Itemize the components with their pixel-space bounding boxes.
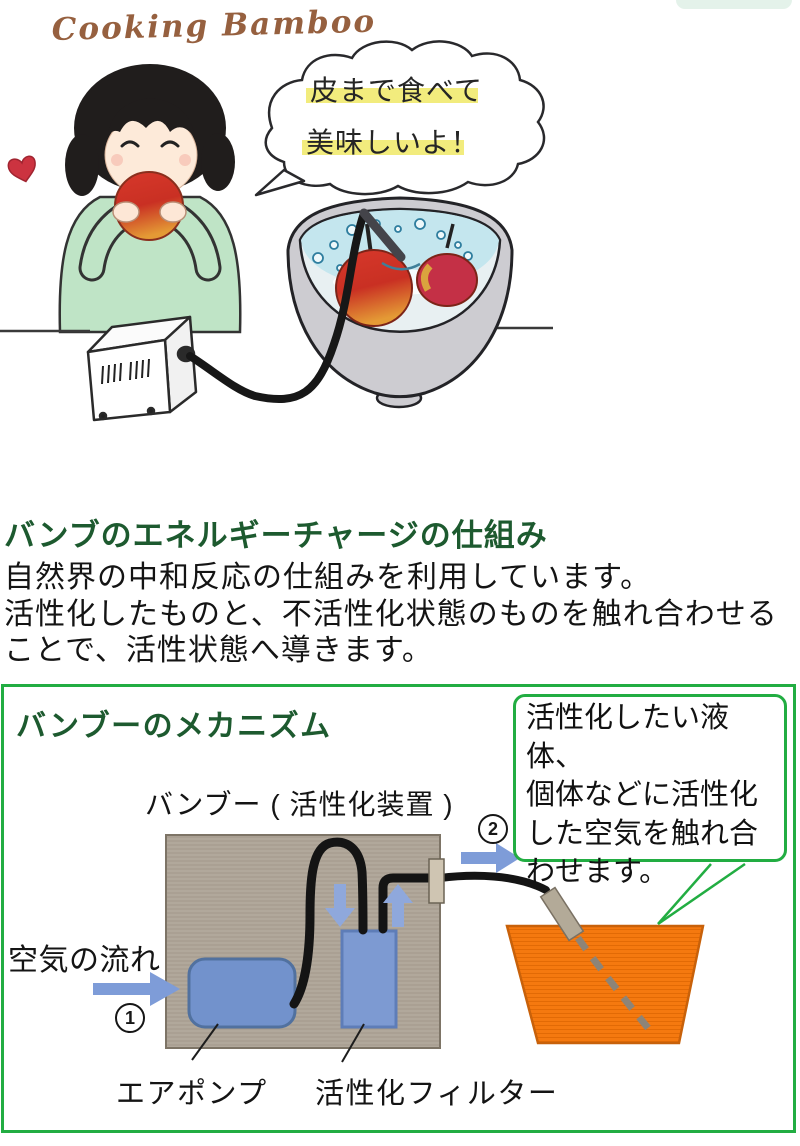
entry-arrow — [93, 972, 180, 1006]
logo-text: Cooking Bamboo — [51, 4, 376, 48]
heart-icon — [7, 155, 36, 183]
wall-connector — [428, 858, 445, 904]
callout-line-1: 活性化したい液体、 — [526, 702, 730, 773]
water-bubbles — [312, 218, 473, 272]
step-1-badge: 1 — [115, 1003, 145, 1033]
target-container — [505, 924, 705, 1045]
highlight-mark-1 — [306, 88, 478, 103]
exit-arrow — [461, 843, 520, 873]
product-illustration: Cooking Bamboo 皮まで食べて 美味しいよ！ — [0, 4, 553, 422]
air-pump-label: エアポンプ — [116, 1078, 268, 1110]
filter-shape — [340, 929, 398, 1029]
speech-line-2: 美味しいよ！ — [306, 126, 479, 159]
top-edge-artifact — [676, 0, 792, 9]
apple-stem — [445, 223, 455, 249]
step-2-badge: 2 — [478, 814, 508, 844]
air-pump-illustration — [86, 315, 198, 422]
callout-tail — [657, 862, 746, 926]
callout-line-4: わせます。 — [526, 856, 669, 888]
callout-line-3: した空気を触れ合 — [526, 817, 759, 850]
intro-line-3: ことで、活性状態へ導きます。 — [4, 634, 433, 667]
mechanism-title: バンブーのメカニズム — [16, 710, 332, 743]
intro-line-1: 自然界の中和反応の仕組みを利用しています。 — [4, 561, 652, 594]
filter-leader-line — [341, 1023, 365, 1063]
dashed-flow-line — [575, 935, 651, 1031]
apple-small — [416, 253, 478, 307]
internal-tube — [289, 837, 368, 1009]
bubbling-wand — [359, 208, 406, 262]
speech-line-1: 皮まで食べて — [310, 74, 483, 107]
air-pump-shape — [187, 957, 297, 1029]
device-label: バンブー ( 活性化装置 ) — [145, 789, 454, 820]
down-arrow — [325, 884, 355, 927]
girl-figure — [58, 64, 242, 334]
callout-bubble: 活性化したい液体、 個体などに活性化 した空気を触れ合 わせます。 — [513, 694, 787, 888]
speech-bubble: 皮まで食べて 美味しいよ！ — [254, 40, 546, 197]
apple-stem — [365, 223, 373, 255]
exit-tube — [378, 871, 550, 934]
up-arrow — [383, 884, 413, 927]
mechanism-diagram — [93, 834, 746, 1063]
intro-section: バンブのエネルギーチャージの仕組み 自然界の中和反応の仕組みを利用しています。 … — [4, 510, 798, 670]
filter-label: 活性化フィルター — [315, 1078, 559, 1110]
intro-heading: バンブのエネルギーチャージの仕組み — [4, 518, 548, 553]
intro-line-2: 活性化したものと、不活性化状態のものを触れ合わせる — [4, 597, 778, 631]
callout-line-2: 個体などに活性化 — [526, 779, 759, 811]
air-tube — [186, 208, 421, 404]
mechanism-panel: バンブーのメカニズム バンブー ( 活性化装置 ) 活性化したい液体、 個体など… — [1, 684, 796, 1133]
airflow-label: 空気の流れ — [8, 944, 161, 977]
nozzle — [539, 886, 585, 942]
highlight-mark-2 — [302, 140, 464, 155]
pump-leader-line — [191, 1023, 219, 1061]
